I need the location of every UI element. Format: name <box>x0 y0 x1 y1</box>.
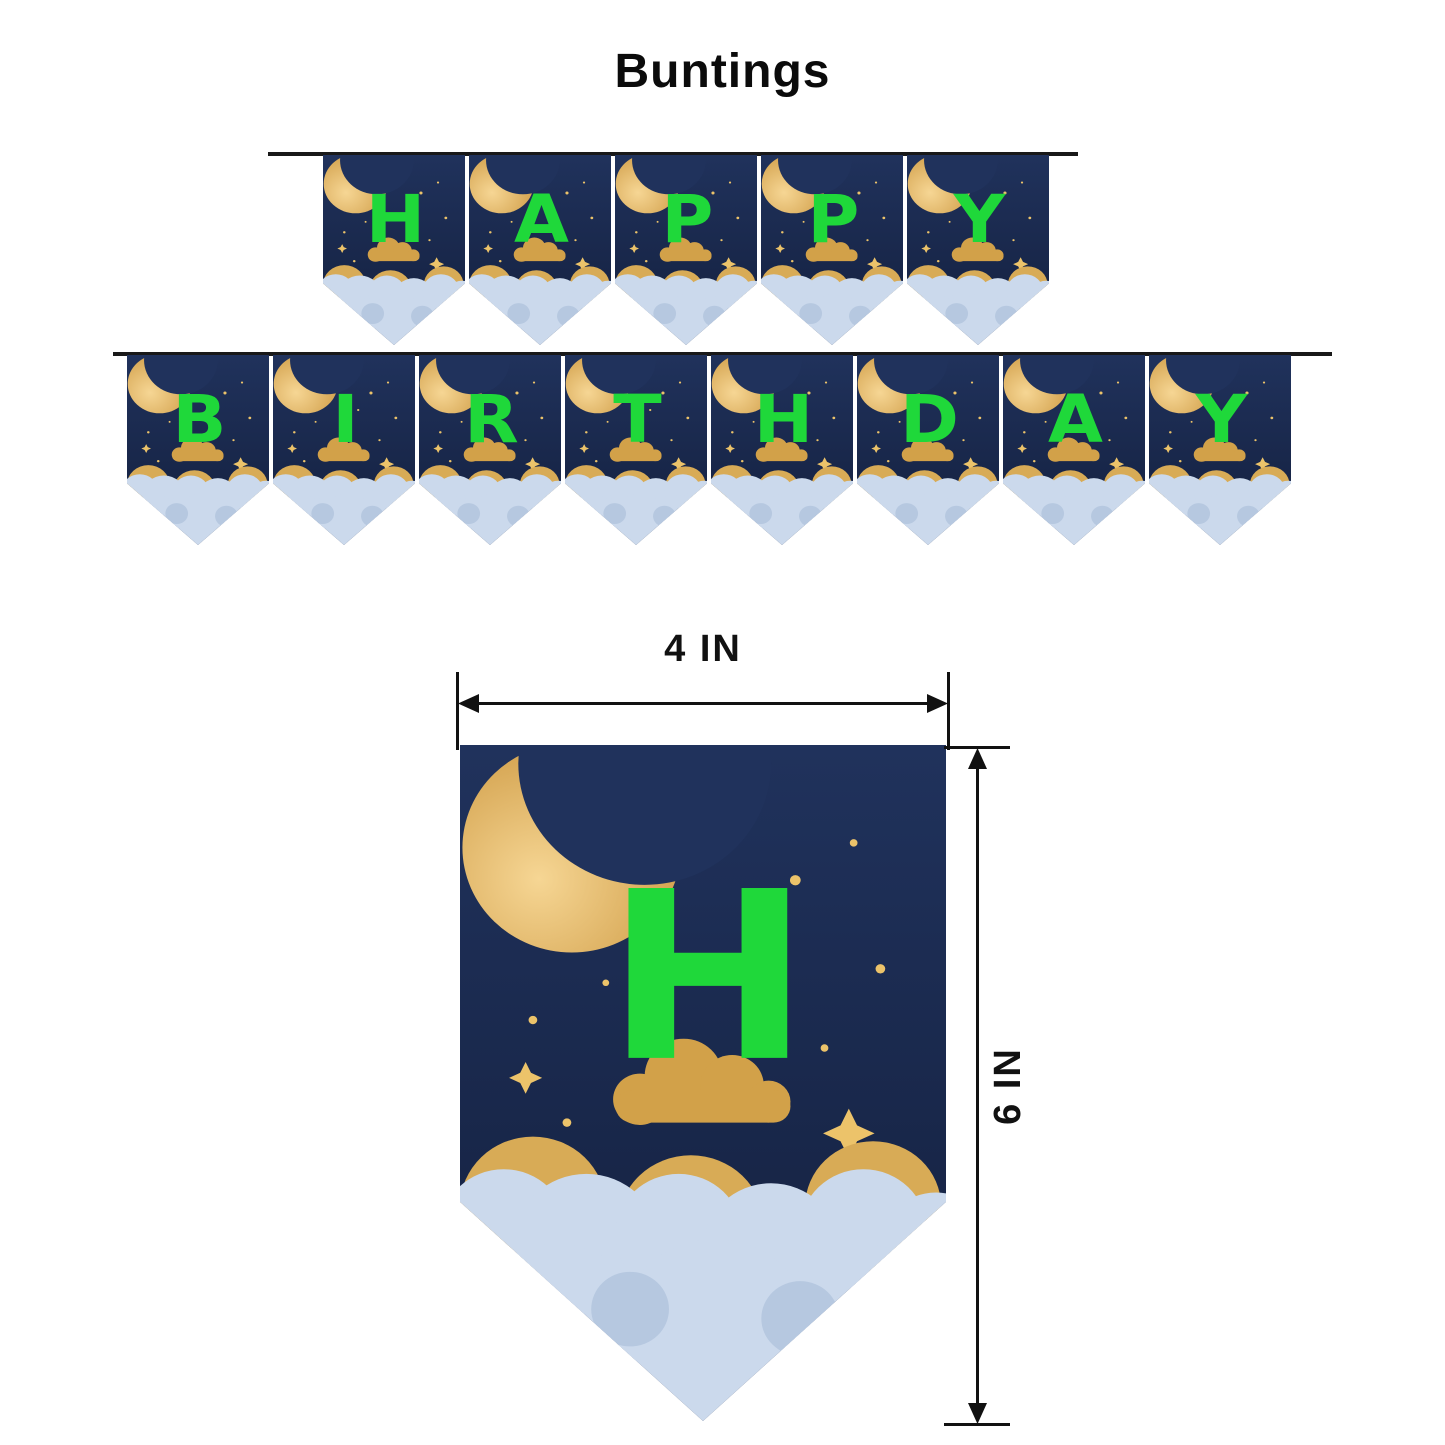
flag-letter: T <box>613 383 662 459</box>
flag-letter: A <box>514 183 569 259</box>
bunting-flag-art: I <box>273 355 415 545</box>
flag-letter: B <box>172 383 226 459</box>
bunting-flag-art: H <box>711 355 853 545</box>
blue-clouds-icon <box>127 474 269 545</box>
bunting-flag-art: H <box>460 745 946 1421</box>
gold-cloud-icon <box>755 437 808 462</box>
bunting-flag: Y <box>907 155 1049 345</box>
width-dimension-label: 4 IN <box>664 628 742 670</box>
width-dimension-arrow <box>456 672 950 750</box>
bunting-flag: T <box>565 355 707 545</box>
flag-letter: D <box>900 383 959 459</box>
bunting-flag: P <box>761 155 903 345</box>
bunting-flag-art: Y <box>907 155 1049 345</box>
stars-icon <box>141 381 252 472</box>
stars-icon <box>725 381 836 472</box>
stars-icon <box>287 381 398 472</box>
bunting-flag: P <box>615 155 757 345</box>
gold-cloud-icon <box>805 237 858 262</box>
gold-cloud-icon <box>951 237 1004 262</box>
bunting-row-birthday: B <box>127 355 1291 545</box>
blue-clouds-icon <box>565 474 707 545</box>
flag-letter: Y <box>953 183 1007 259</box>
bunting-flag-art: T <box>565 355 707 545</box>
stars-icon <box>337 181 448 272</box>
stars-icon <box>629 181 740 272</box>
stars-icon <box>433 381 544 472</box>
bunting-flag-art: Y <box>1149 355 1291 545</box>
bunting-flag: H <box>323 155 465 345</box>
bunting-flag-art: R <box>419 355 561 545</box>
stars-icon <box>1017 381 1128 472</box>
gold-cloud-icon <box>1193 437 1246 462</box>
height-dimension-arrow <box>944 746 1010 1426</box>
bunting-flag: I <box>273 355 415 545</box>
flag-letter: P <box>807 183 859 259</box>
gold-cloud-icon <box>1047 437 1100 462</box>
gold-cloud-icon <box>613 1038 791 1125</box>
flag-letter: Y <box>1195 383 1249 459</box>
bunting-flag: R <box>419 355 561 545</box>
blue-clouds-icon <box>323 274 465 345</box>
flag-letter: P <box>661 183 713 259</box>
blue-clouds-icon <box>857 474 999 545</box>
stars-icon <box>871 381 982 472</box>
blue-clouds-icon <box>615 274 757 345</box>
gold-cloud-icon <box>367 237 420 262</box>
blue-clouds-icon <box>460 1169 946 1421</box>
stars-icon <box>1163 381 1274 472</box>
bunting-flag-art: H <box>323 155 465 345</box>
flag-letter: H <box>606 843 809 1114</box>
blue-clouds-icon <box>1003 474 1145 545</box>
bunting-flag-art: A <box>1003 355 1145 545</box>
blue-clouds-icon <box>711 474 853 545</box>
bunting-string-happy <box>268 152 1078 156</box>
page-title: Buntings <box>614 45 831 98</box>
blue-clouds-icon <box>761 274 903 345</box>
bunting-flag: A <box>1003 355 1145 545</box>
gold-cloud-icon <box>317 437 370 462</box>
bunting-flag: A <box>469 155 611 345</box>
height-dimension-label: 6 IN <box>987 1047 1029 1125</box>
gold-cloud-icon <box>659 237 712 262</box>
flag-letter: I <box>332 383 358 459</box>
bunting-flag-art: D <box>857 355 999 545</box>
bunting-flag: Y <box>1149 355 1291 545</box>
gold-cloud-icon <box>171 437 224 462</box>
bunting-flag-art: A <box>469 155 611 345</box>
bunting-flag-art: P <box>761 155 903 345</box>
blue-clouds-icon <box>273 474 415 545</box>
bunting-flag: B <box>127 355 269 545</box>
stars-icon <box>921 181 1032 272</box>
flag-letter: A <box>1048 383 1103 459</box>
gold-cloud-icon <box>609 437 662 462</box>
bunting-flag-art: B <box>127 355 269 545</box>
stars-icon <box>579 381 690 472</box>
blue-clouds-icon <box>907 274 1049 345</box>
bunting-string-birthday <box>113 352 1332 356</box>
flag-letter: H <box>366 183 425 259</box>
blue-clouds-icon <box>469 274 611 345</box>
bunting-flag-art: P <box>615 155 757 345</box>
gold-cloud-icon <box>513 237 566 262</box>
stars-icon <box>509 839 886 1159</box>
stars-icon <box>483 181 594 272</box>
flag-letter: R <box>464 383 519 459</box>
blue-clouds-icon <box>419 474 561 545</box>
bunting-flag: D <box>857 355 999 545</box>
size-guide-flag: H <box>460 745 946 1421</box>
gold-cloud-icon <box>901 437 954 462</box>
bunting-flag: H <box>711 355 853 545</box>
blue-clouds-icon <box>1149 474 1291 545</box>
gold-cloud-icon <box>463 437 516 462</box>
stars-icon <box>775 181 886 272</box>
bunting-row-happy: H <box>323 155 1049 345</box>
flag-letter: H <box>754 383 813 459</box>
